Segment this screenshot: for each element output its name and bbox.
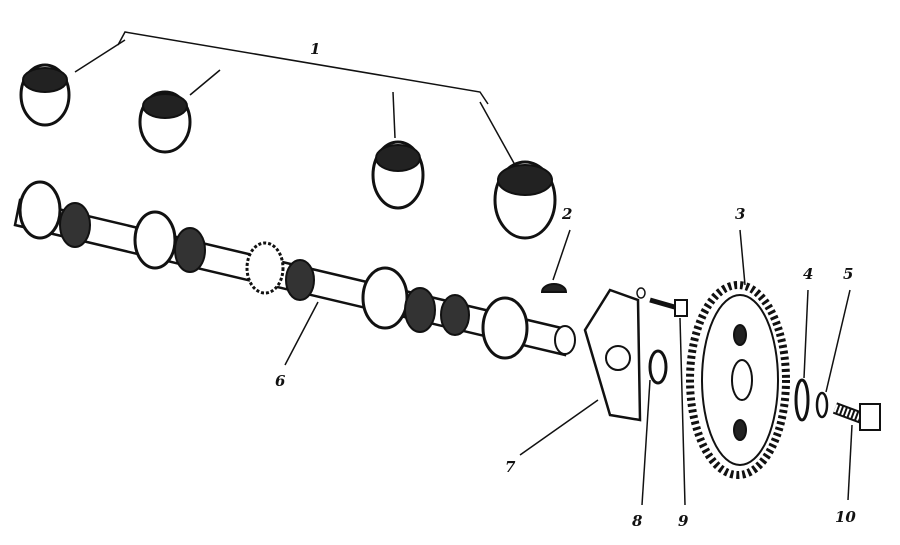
bearing-shell-1 xyxy=(19,63,71,127)
leader-1c xyxy=(392,91,396,139)
camshaft xyxy=(13,180,576,360)
bearing-shell-4 xyxy=(493,160,557,240)
bracket-callout-1 xyxy=(117,31,489,105)
leader-5 xyxy=(825,289,851,393)
callout-2: 2 xyxy=(562,205,573,223)
leader-1a xyxy=(74,39,126,73)
timing-gear xyxy=(686,281,790,479)
lock-washer-5 xyxy=(815,391,829,419)
leader-1d xyxy=(479,101,516,166)
leader-7 xyxy=(519,399,599,456)
bearing-shell-3 xyxy=(371,140,425,210)
leader-10 xyxy=(847,424,853,501)
bolt-9 xyxy=(649,297,688,317)
bolt-10 xyxy=(832,402,881,431)
washer-4 xyxy=(794,378,810,422)
callout-6: 6 xyxy=(275,372,286,390)
bearing-shell-2 xyxy=(138,90,192,154)
washer-ring xyxy=(648,349,668,385)
leader-9 xyxy=(679,317,686,506)
callout-9: 9 xyxy=(678,512,689,530)
woodruff-key xyxy=(540,283,568,293)
leader-1b xyxy=(189,69,221,96)
callout-10: 10 xyxy=(835,508,856,526)
leader-3 xyxy=(739,229,746,286)
callout-7: 7 xyxy=(505,458,516,476)
callout-1: 1 xyxy=(310,40,321,58)
leader-6 xyxy=(284,301,319,366)
leader-4 xyxy=(803,289,809,379)
leader-8 xyxy=(641,379,651,506)
lock-ring xyxy=(636,287,646,299)
callout-4: 4 xyxy=(803,265,814,283)
callout-3: 3 xyxy=(735,205,746,223)
leader-2 xyxy=(552,229,571,281)
callout-8: 8 xyxy=(632,512,643,530)
callout-5: 5 xyxy=(843,265,854,283)
